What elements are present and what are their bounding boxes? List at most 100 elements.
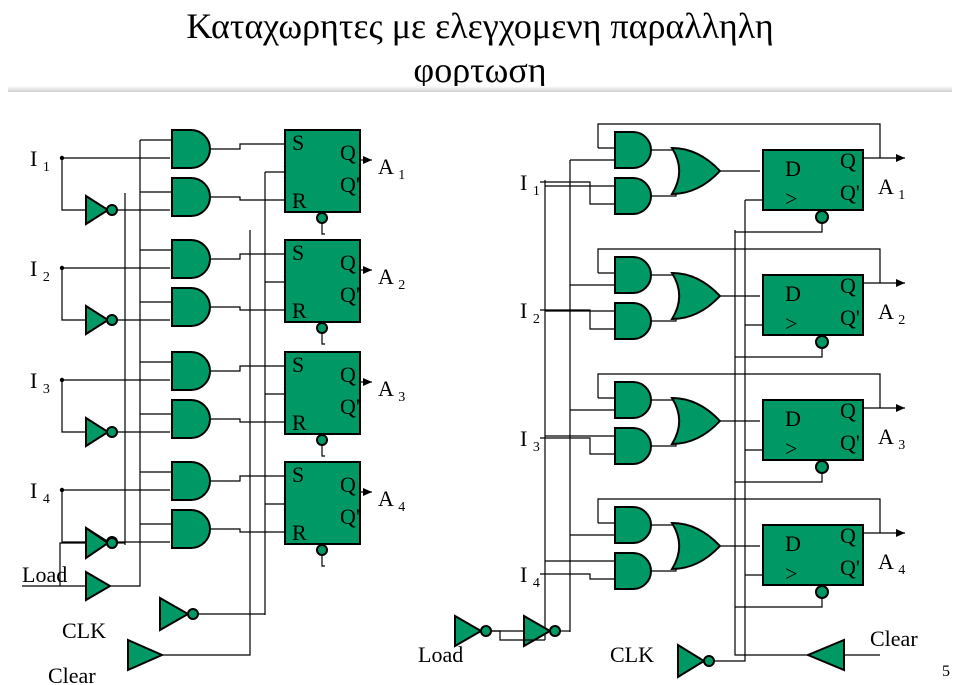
ff-pin-s: S [292,352,304,377]
ff-pin-d: D [785,531,801,556]
right-or-gate [670,271,722,321]
left-s-wire [210,253,288,260]
right-d-flip-flop [762,399,864,461]
left-load-inverter [85,526,110,560]
right-and-gate-hold [614,256,652,294]
left-output-label-1: A 1 [378,154,405,183]
right-clk-inverter [677,643,706,679]
right-and-gate-load [614,427,652,465]
ff-pin-r: R [292,188,307,213]
left-input-branch [61,158,86,211]
left-output-label-4: A 4 [378,486,405,515]
slide-title: Καταχωρητες με ελεγχομενη παραλληλη φορτ… [0,4,960,92]
left-clk-inverter [159,596,191,632]
right-clear-bubble [815,210,829,224]
ff-pin-q: Q [840,273,856,298]
right-clear-bubble [815,460,829,474]
arrow-head [896,404,905,412]
right-or-gate [670,521,722,571]
ff-pin-q: Q [840,398,856,423]
ff-pin-clk: > [785,186,797,211]
arrow-head [363,156,372,164]
left-input-label-4: I 4 [30,478,50,507]
left-sr-flip-flop [284,239,361,323]
ff-pin-q: Q [340,362,356,387]
right-and-gate-hold [614,506,652,544]
ff-pin-s: S [292,130,304,155]
left-s-wire [210,475,288,482]
right-or-gate [670,146,722,196]
arrow-head [896,529,905,537]
right-d-flip-flop [762,524,864,586]
right-clear-wire [735,348,823,358]
left-input-inverter [85,304,110,336]
right-feedback-wire [597,123,881,158]
right-and-gate-hold [614,131,652,169]
right-output-label-1: A 1 [878,174,905,203]
left-clear-buffer [127,638,165,672]
left-output-label-2: A 2 [378,264,405,293]
title-rule [8,86,952,92]
right-clear-label: Clear [870,626,918,651]
left-clk-label: CLK [62,618,106,643]
right-d-flip-flop [762,274,864,336]
left-sr-flip-flop [284,461,361,545]
left-clear-wire [321,223,325,235]
right-load-inverter [454,614,484,648]
ff-pin-q: Q [340,472,356,497]
right-and-gate-hold [614,381,652,419]
page-number: 5 [942,663,950,680]
left-input-inverter [85,416,110,448]
right-input-wire [540,181,615,205]
left-input-branch [61,380,86,433]
ff-pin-s: S [292,240,304,265]
left-r-wire [210,306,288,311]
ff-pin-qn: Q' [840,305,860,330]
left-output-label-3: A 3 [378,376,405,405]
ff-pin-r: R [292,298,307,323]
right-output-label-2: A 2 [878,299,905,328]
inversion-bubble [480,625,492,637]
right-and-gate-load [614,177,652,215]
left-clear-wire [321,445,325,457]
inversion-bubble [106,204,118,216]
left-load-buffer-out [110,580,141,587]
left-r-wire [210,196,288,201]
right-and-gate-load [614,552,652,590]
right-clear-wire [735,598,823,608]
left-input-branch [61,268,86,321]
left-clear-wire [321,333,325,345]
left-clear-bubble [316,434,328,446]
right-clear-buffer [805,638,845,672]
right-feedback-wire [597,498,881,533]
ff-pin-qn: Q' [340,282,360,307]
left-clear-bubble [316,544,328,556]
right-clear-out [734,640,808,656]
ff-pin-qn: Q' [340,394,360,419]
right-input-wire [540,309,615,330]
right-feedback-wire [597,248,881,283]
right-clk-wire [714,657,746,662]
left-load-buffer [85,570,112,602]
inversion-bubble [549,625,561,637]
left-and-gate-s [171,129,211,169]
right-input-wire [540,573,615,580]
left-input-label-1: I 1 [30,146,50,175]
right-clear-wire [735,473,823,483]
ff-pin-qn: Q' [840,430,860,455]
right-output-label-4: A 4 [878,549,905,578]
left-clear-wire [321,555,325,567]
ff-pin-r: R [292,520,307,545]
right-input-label-2: I 2 [520,298,540,327]
left-s-wire [210,143,288,150]
right-input-label-4: I 4 [520,562,540,591]
arrow-head [896,154,905,162]
right-clear-wire [735,223,823,233]
inversion-bubble [703,655,715,667]
ff-pin-q: Q [840,148,856,173]
ff-pin-qn: Q' [340,504,360,529]
right-and-gate-load [614,302,652,340]
right-input-wire [540,437,615,455]
right-feedback-wire [597,373,881,408]
